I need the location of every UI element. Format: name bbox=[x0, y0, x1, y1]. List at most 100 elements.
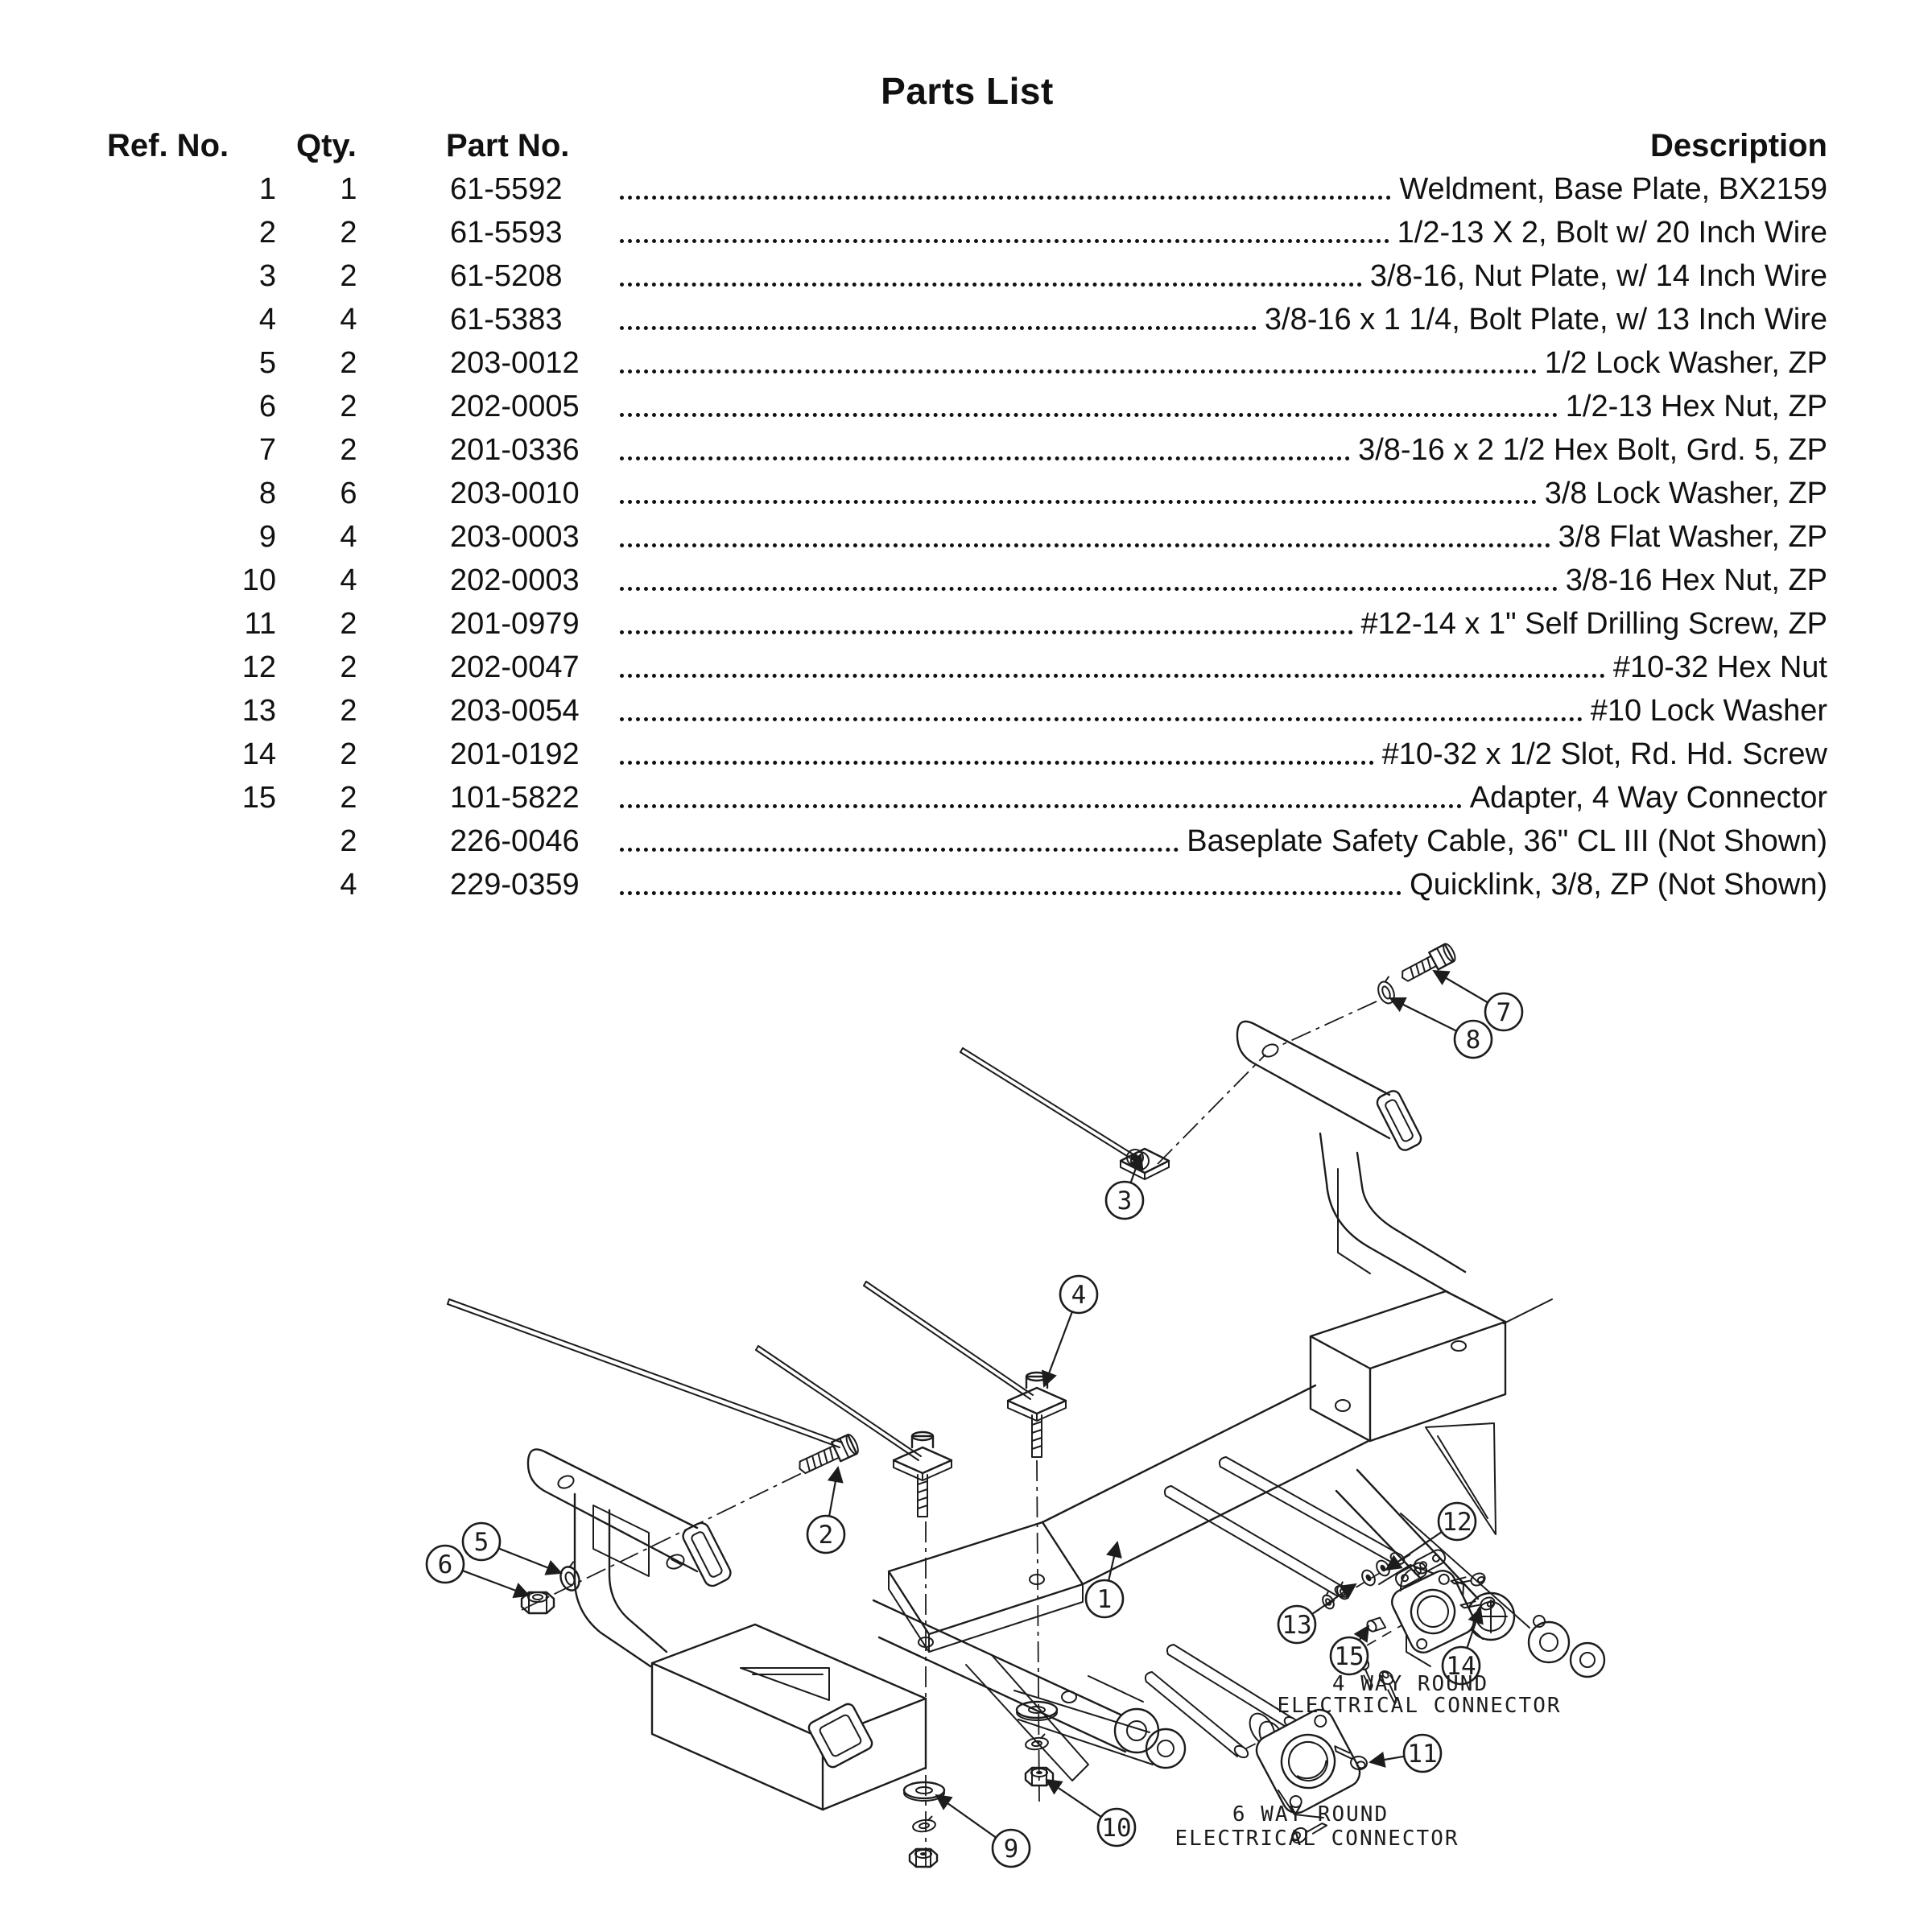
leader-dots bbox=[620, 630, 1353, 634]
callout-number: 3 bbox=[1117, 1187, 1133, 1216]
cell-ref: 9 bbox=[258, 520, 276, 554]
callout-number: 13 bbox=[1282, 1611, 1311, 1640]
lock-washer-5 bbox=[559, 1561, 580, 1591]
callout-circle bbox=[1437, 1501, 1477, 1542]
cell-qty: 2 bbox=[340, 433, 357, 467]
leader-dots bbox=[620, 717, 1583, 721]
label-line1: 6 WAY ROUND bbox=[1232, 1802, 1389, 1827]
cell-qty: 2 bbox=[340, 650, 357, 684]
hex-nut-6 bbox=[520, 1591, 555, 1615]
cell-desc: 3/8-16 x 2 1/2 Hex Bolt, Grd. 5, ZP bbox=[1358, 433, 1827, 467]
four-way-connector-assembly bbox=[1322, 1549, 1496, 1705]
callout-number: 7 bbox=[1496, 998, 1512, 1027]
callout-number: 2 bbox=[819, 1521, 834, 1550]
cell-desc: Quicklink, 3/8, ZP (Not Shown) bbox=[1410, 868, 1827, 902]
cell-desc: Baseplate Safety Cable, 36" CL III (Not … bbox=[1187, 824, 1827, 858]
cell-qty: 2 bbox=[340, 346, 357, 380]
callout-circle bbox=[1096, 1807, 1137, 1847]
table-header: Ref. No. Qty. Part No. Description bbox=[107, 124, 1827, 167]
callout-5: 5 bbox=[461, 1521, 563, 1575]
callout-leader bbox=[1389, 997, 1457, 1032]
hex-bolt-7 bbox=[1402, 943, 1456, 982]
callout-11: 11 bbox=[1368, 1733, 1443, 1773]
callout-circle bbox=[1484, 992, 1524, 1032]
col-header-desc: Description bbox=[1649, 128, 1827, 163]
callout-15: 15 bbox=[1329, 1624, 1370, 1676]
cell-ref: 1 bbox=[258, 172, 276, 206]
cell-qty: 2 bbox=[340, 390, 357, 423]
cell-qty: 2 bbox=[340, 216, 357, 250]
six-way-connector-assembly bbox=[1249, 1708, 1368, 1844]
callout-7: 7 bbox=[1432, 969, 1524, 1032]
cell-desc: 3/8-16 x 1 1/4, Bolt Plate, w/ 13 Inch W… bbox=[1264, 303, 1827, 336]
cell-ref: 4 bbox=[258, 303, 276, 336]
cell-part: 61-5593 bbox=[450, 216, 563, 250]
cell-qty: 2 bbox=[340, 607, 357, 641]
screw-14a bbox=[1450, 1572, 1486, 1587]
parts-row-4: 4 4 61-5383 3/8-16 x 1 1/4, Bolt Plate, w/ … bbox=[107, 298, 1827, 341]
cell-qty: 6 bbox=[340, 477, 357, 510]
callout-6: 6 bbox=[425, 1544, 530, 1599]
callout-leader bbox=[462, 1570, 530, 1599]
cell-part: 203-0054 bbox=[450, 694, 580, 728]
cell-ref: 10 bbox=[242, 564, 276, 597]
washer-stack-left bbox=[902, 1781, 946, 1868]
callout-number: 9 bbox=[1004, 1835, 1019, 1864]
cell-ref: 3 bbox=[258, 259, 276, 293]
label-line1: 4 WAY ROUND bbox=[1332, 1672, 1488, 1696]
cell-ref: 12 bbox=[242, 650, 276, 684]
parts-row-14: 14 2 201-0192 #10-32 x 1/2 Slot, Rd. Hd. Sc… bbox=[107, 733, 1827, 776]
leader-dots bbox=[620, 587, 1558, 591]
bolt-plate-middle bbox=[892, 1430, 953, 1517]
cell-qty: 4 bbox=[340, 520, 357, 554]
callout-3: 3 bbox=[1104, 1153, 1145, 1220]
leader-dots bbox=[620, 196, 1392, 200]
col-header-ref: Ref. No. bbox=[107, 128, 229, 163]
cell-part: 201-0979 bbox=[450, 607, 580, 641]
callout-leader bbox=[1045, 1778, 1102, 1818]
cell-desc: #10 Lock Washer bbox=[1590, 694, 1827, 728]
callout-circle bbox=[1329, 1636, 1369, 1676]
cell-qty: 4 bbox=[340, 303, 357, 336]
leader-dots bbox=[620, 456, 1351, 460]
callout-number: 6 bbox=[438, 1550, 453, 1579]
leader-dots bbox=[620, 413, 1558, 417]
callout-circle bbox=[461, 1521, 502, 1562]
cell-part: 201-0192 bbox=[450, 737, 580, 771]
callout-leader bbox=[1311, 1583, 1357, 1615]
cell-qty: 1 bbox=[340, 172, 357, 206]
cell-desc: 1/2-13 X 2, Bolt w/ 20 Inch Wire bbox=[1397, 216, 1827, 250]
cell-ref: 6 bbox=[258, 390, 276, 423]
callout-leader bbox=[1385, 1531, 1443, 1571]
cell-part: 61-5592 bbox=[450, 172, 563, 206]
leader-dots bbox=[620, 804, 1462, 808]
cell-ref: 14 bbox=[242, 737, 276, 771]
callout-12: 12 bbox=[1385, 1501, 1477, 1571]
cell-part: 61-5383 bbox=[450, 303, 563, 336]
leader-dots bbox=[620, 500, 1537, 504]
callout-10: 10 bbox=[1045, 1778, 1137, 1847]
wire-bolt-4 bbox=[863, 1281, 1034, 1400]
callout-circle bbox=[1104, 1180, 1145, 1220]
cell-qty: 2 bbox=[340, 781, 357, 815]
cell-desc: 3/8-16 Hex Nut, ZP bbox=[1565, 564, 1827, 597]
cell-desc: 3/8-16, Nut Plate, w/ 14 Inch Wire bbox=[1369, 259, 1827, 293]
leader-dots bbox=[620, 239, 1389, 243]
cell-desc: #10-32 x 1/2 Slot, Rd. Hd. Screw bbox=[1381, 737, 1827, 771]
callout-number: 1 bbox=[1097, 1585, 1113, 1614]
label-line2: ELECTRICAL CONNECTOR bbox=[1174, 1827, 1459, 1851]
cell-qty: 2 bbox=[340, 737, 357, 771]
cell-qty: 4 bbox=[340, 868, 357, 902]
callout-leader bbox=[1432, 969, 1488, 1004]
col-header-part: Part No. bbox=[446, 128, 570, 163]
cell-ref: 8 bbox=[258, 477, 276, 510]
